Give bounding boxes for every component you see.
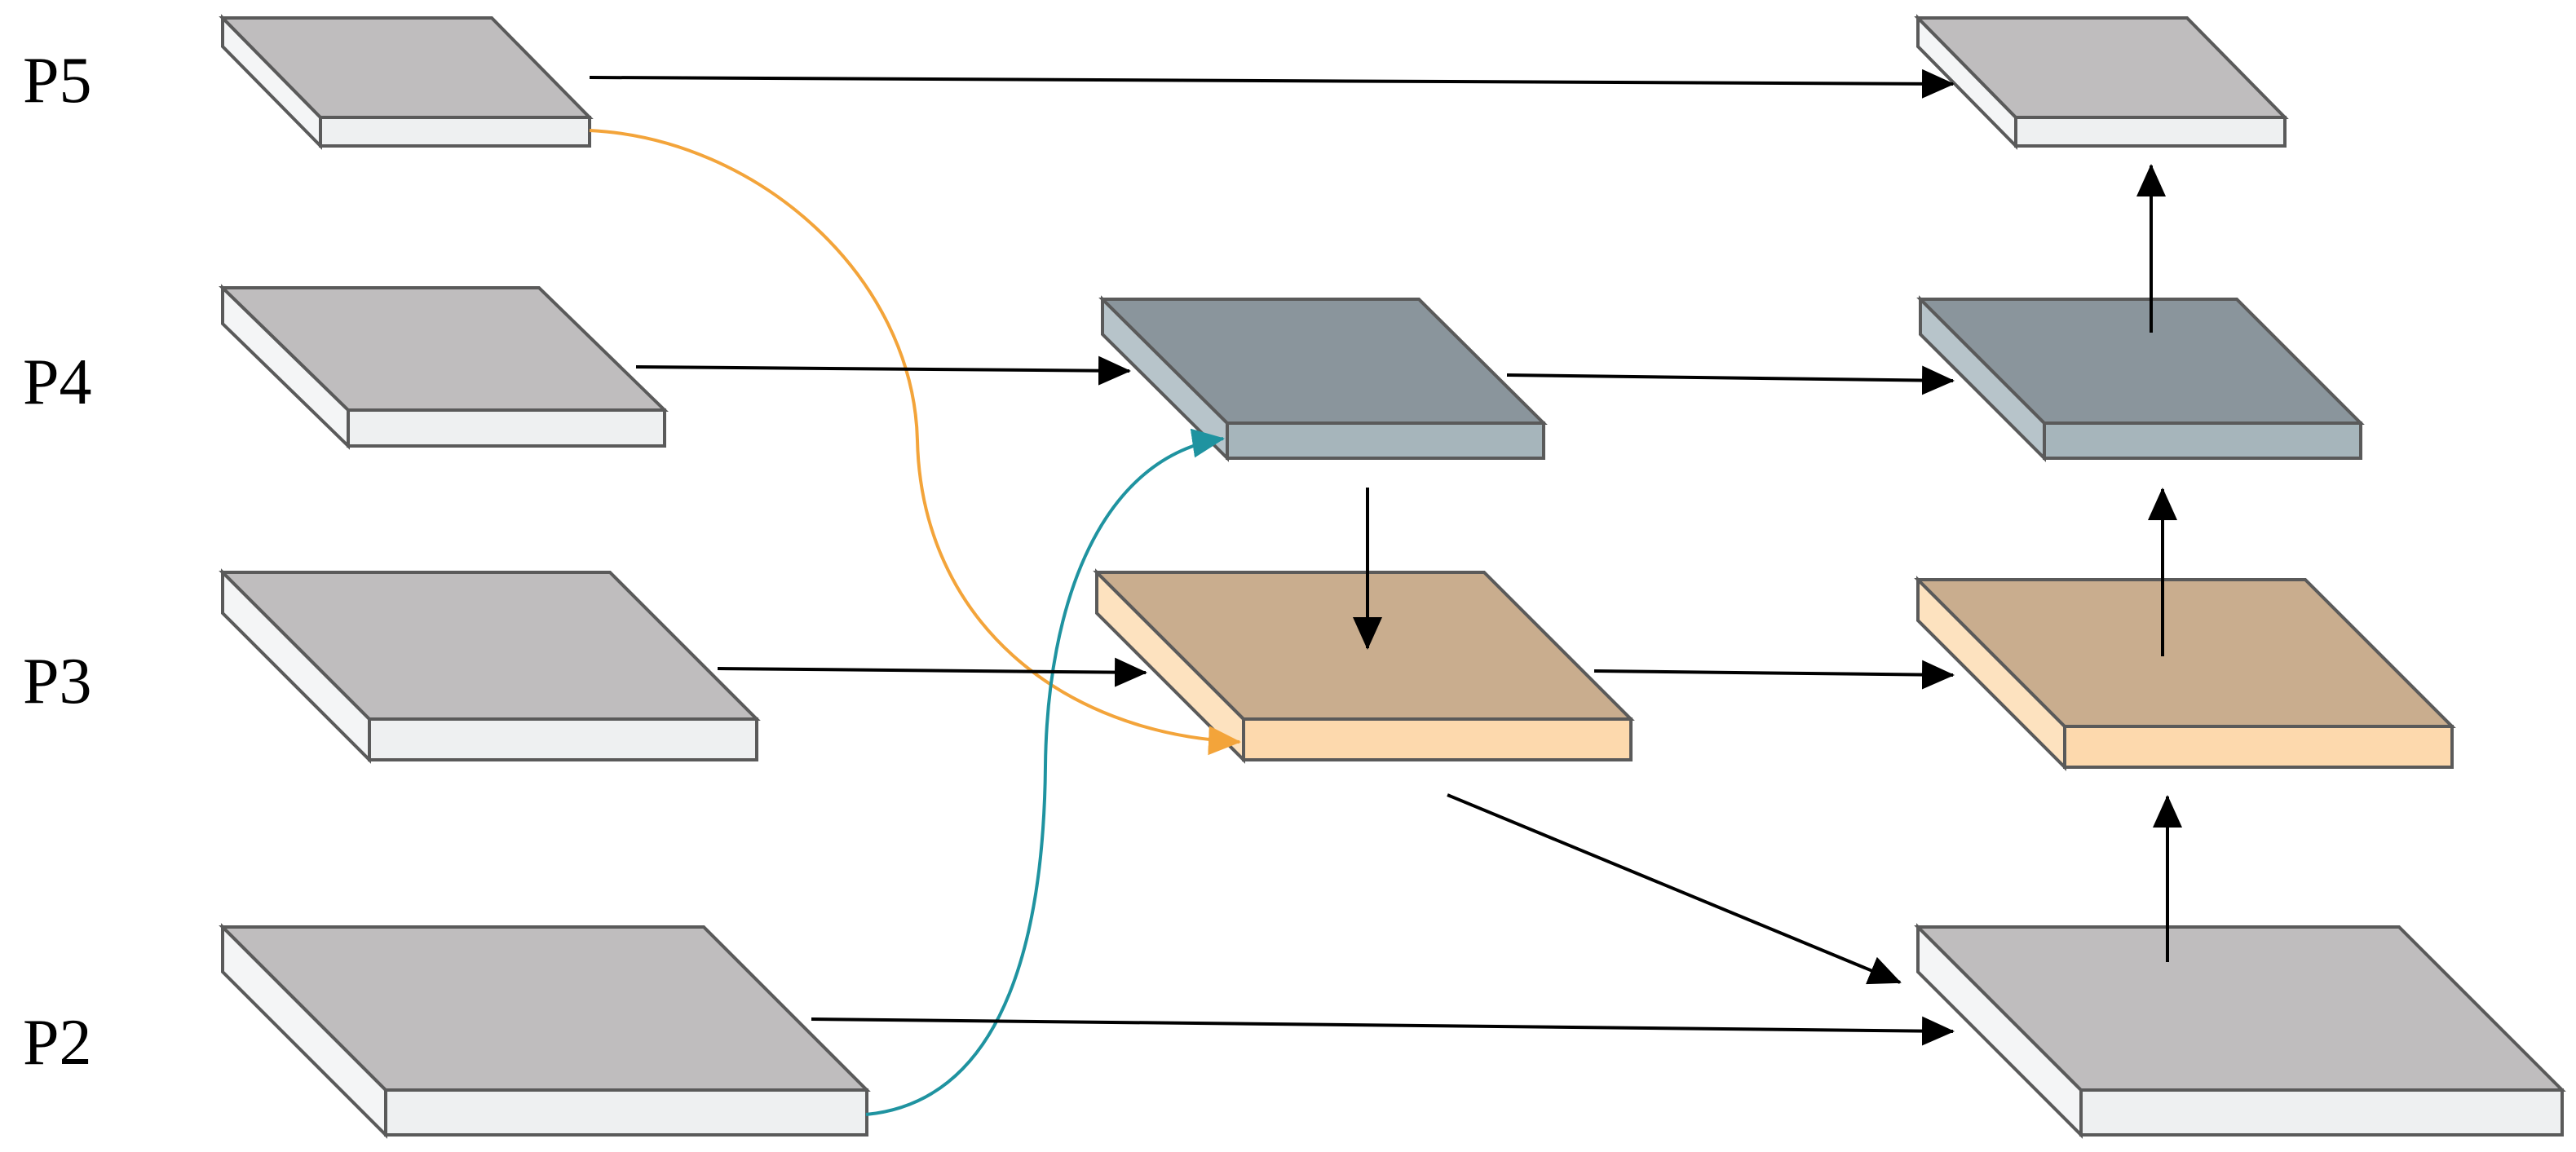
level-label-p2: P2: [23, 1007, 92, 1079]
output-feature-map-p3: [1914, 576, 2456, 771]
p5-to-mid-p3-curve: [589, 129, 1241, 756]
slab-top-face: [1098, 298, 1548, 425]
arrow-mid-p3-to-right-p3: [1593, 660, 1955, 690]
slab-top-face: [1914, 16, 2289, 119]
slab-top-face: [219, 286, 669, 412]
fused-feature-map-p4: [1098, 295, 1548, 462]
level-label-p5: P5: [23, 45, 92, 117]
fused-feature-map-p3: [1093, 568, 1635, 764]
slab-front-face: [1242, 717, 1633, 761]
output-feature-map-p4: [1916, 295, 2365, 462]
slab-front-face: [2079, 1088, 2564, 1137]
slab-front-face: [2043, 422, 2362, 460]
output-feature-map-p2: [1914, 923, 2566, 1139]
arrow-left-p3-to-mid-p3: [717, 657, 1147, 687]
slab-top-face: [1916, 298, 2365, 425]
level-label-p3: P3: [23, 646, 92, 717]
slab-top-face: [1093, 571, 1635, 721]
backbone-feature-map-p3: [219, 568, 761, 764]
level-label-p4: P4: [23, 346, 92, 418]
slab-top-face: [1914, 578, 2456, 728]
p2-to-mid-p4-curve: [865, 428, 1225, 1116]
slab-front-face: [384, 1088, 868, 1137]
slab-top-face: [219, 571, 761, 721]
arrow-left-p4-to-mid-p4: [635, 355, 1131, 386]
output-feature-map-p5: [1914, 14, 2289, 150]
slab-front-face: [2014, 116, 2287, 148]
backbone-feature-map-p4: [219, 284, 669, 450]
slab-front-face: [347, 408, 666, 448]
arrow-left-p2-to-right-p2: [811, 1016, 1955, 1046]
slab-top-face: [219, 925, 871, 1092]
backbone-feature-map-p2: [219, 923, 871, 1139]
slab-top-face: [1914, 925, 2566, 1092]
arrow-left-p5-to-right-p5: [589, 68, 1955, 99]
arrow-mid-p3-to-right-p2: [1447, 793, 1902, 985]
backbone-feature-map-p5: [219, 14, 594, 150]
slab-front-face: [319, 116, 591, 148]
slab-top-face: [219, 16, 594, 119]
slab-front-face: [368, 717, 758, 761]
slab-front-face: [2063, 725, 2454, 769]
arrow-mid-p4-to-right-p4: [1506, 365, 1955, 395]
slab-front-face: [1226, 422, 1545, 460]
